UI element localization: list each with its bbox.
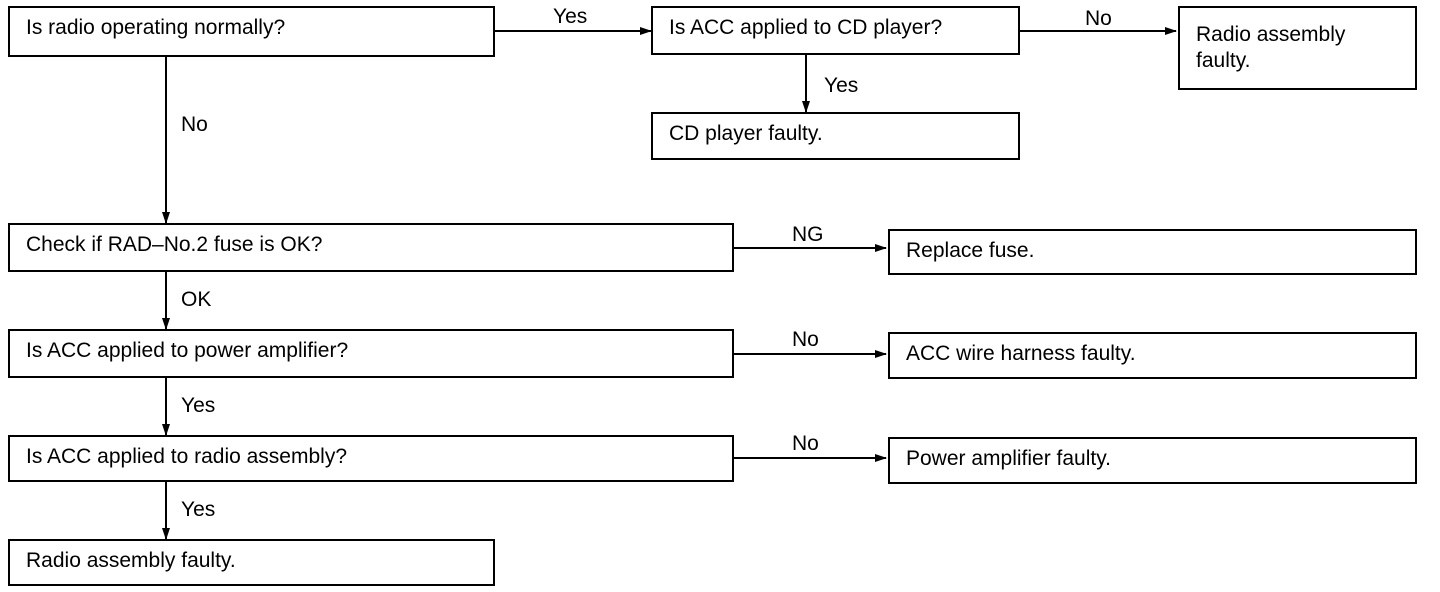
node-acc-radio: Is ACC applied to radio assembly? xyxy=(8,435,734,482)
label-acc-radio-no: No xyxy=(792,432,819,455)
node-cd-faulty: CD player faulty. xyxy=(651,112,1020,160)
node-acc-harness: ACC wire harness faulty. xyxy=(888,332,1417,379)
node-amp-faulty: Power amplifier faulty. xyxy=(888,437,1417,484)
node-radio-faulty-top-line2: faulty. xyxy=(1196,49,1251,72)
node-cd-faulty-text: CD player faulty. xyxy=(669,122,823,145)
node-acc-amp: Is ACC applied to power amplifier? xyxy=(8,329,734,378)
node-fuse-check-text: Check if RAD–No.2 fuse is OK? xyxy=(26,233,323,256)
node-radio-faulty-top: Radio assembly faulty. xyxy=(1178,6,1417,90)
node-fuse-check: Check if RAD–No.2 fuse is OK? xyxy=(8,223,734,272)
node-acc-cd: Is ACC applied to CD player? xyxy=(651,6,1020,55)
node-replace-fuse: Replace fuse. xyxy=(888,229,1417,275)
label-radio-no: No xyxy=(181,113,208,136)
label-radio-yes: Yes xyxy=(553,5,588,28)
label-fuse-ng: NG xyxy=(792,223,824,246)
node-acc-harness-text: ACC wire harness faulty. xyxy=(906,342,1136,365)
label-acc-cd-no: No xyxy=(1085,7,1112,30)
label-acc-amp-yes: Yes xyxy=(181,394,216,417)
label-fuse-ok: OK xyxy=(181,288,212,311)
node-amp-faulty-text: Power amplifier faulty. xyxy=(906,447,1112,470)
node-acc-amp-text: Is ACC applied to power amplifier? xyxy=(26,339,349,362)
node-radio-faulty-bottom: Radio assembly faulty. xyxy=(8,539,495,586)
node-radio-normal: Is radio operating normally? xyxy=(8,6,495,57)
node-radio-faulty-top-line1: Radio assembly xyxy=(1196,23,1346,46)
label-acc-cd-yes: Yes xyxy=(824,74,859,97)
node-acc-radio-text: Is ACC applied to radio assembly? xyxy=(26,445,347,468)
node-radio-normal-text: Is radio operating normally? xyxy=(26,16,286,39)
node-replace-fuse-text: Replace fuse. xyxy=(906,239,1035,262)
node-radio-faulty-bottom-text: Radio assembly faulty. xyxy=(26,549,236,572)
node-acc-cd-text: Is ACC applied to CD player? xyxy=(669,16,943,39)
label-acc-radio-yes: Yes xyxy=(181,498,216,521)
label-acc-amp-no: No xyxy=(792,328,819,351)
